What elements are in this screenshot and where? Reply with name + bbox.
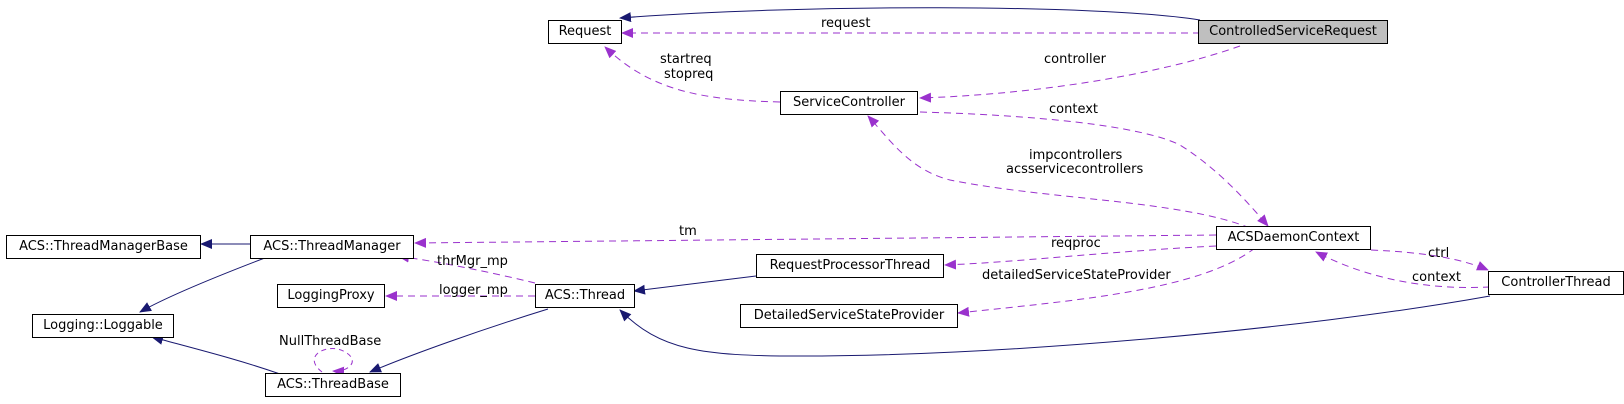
edge-detailed-usage — [957, 247, 1256, 317]
node-request[interactable]: Request — [548, 20, 622, 44]
node-acs-thread-manager-base[interactable]: ACS::ThreadManagerBase — [6, 235, 201, 259]
edge-label-startreq: startreq — [660, 52, 712, 67]
node-controlled-service-request[interactable]: ControlledServiceRequest — [1198, 20, 1388, 44]
edge-label-thrmgr-mp: thrMgr_mp — [437, 254, 508, 269]
edge-impcontrollers-usage — [867, 115, 1251, 229]
edge-label-context-sc: context — [1049, 102, 1098, 117]
node-service-controller[interactable]: ServiceController — [780, 91, 918, 115]
edge-nullthreadbase-self — [313, 348, 353, 377]
edge-threadmanager-inherits-loggable — [139, 255, 271, 313]
edge-controller-usage — [919, 45, 1241, 103]
edge-label-tm: tm — [679, 224, 697, 239]
node-acs-thread-base[interactable]: ACS::ThreadBase — [265, 373, 401, 397]
edge-rpt-inherits-thread — [633, 275, 757, 295]
edge-tm-usage — [414, 234, 1217, 248]
node-logging-loggable[interactable]: Logging::Loggable — [32, 314, 174, 338]
edge-csr-inherits-request — [619, 7, 1201, 23]
edge-label-stopreq: stopreq — [664, 67, 714, 82]
edge-label-detailed-provider: detailedServiceStateProvider — [982, 268, 1171, 283]
edge-reqproc-usage — [944, 245, 1217, 270]
node-acs-thread[interactable]: ACS::Thread — [535, 284, 635, 308]
node-controller-thread[interactable]: ControllerThread — [1488, 271, 1624, 295]
edge-label-context-ct: context — [1412, 270, 1461, 285]
edge-thread-inherits-threadbase — [369, 308, 549, 373]
edge-startreq-usage — [604, 46, 781, 103]
edge-label-reqproc: reqproc — [1051, 236, 1101, 251]
edge-context-usage — [919, 111, 1269, 227]
node-detailed-service-state-provider[interactable]: DetailedServiceStateProvider — [740, 304, 958, 328]
edge-label-acsservicecontrollers: acsservicecontrollers — [1006, 162, 1144, 177]
edge-threadbase-inherits-loggable — [151, 335, 281, 375]
edge-label-null-thread-base: NullThreadBase — [279, 334, 382, 349]
edge-context-ct-usage — [1315, 251, 1491, 288]
edge-label-ctrl: ctrl — [1428, 246, 1450, 261]
node-request-processor-thread[interactable]: RequestProcessorThread — [756, 254, 944, 278]
edge-label-request: request — [821, 16, 871, 31]
node-acs-daemon-context[interactable]: ACSDaemonContext — [1216, 226, 1371, 250]
edge-controllerthread-inherits-thread — [619, 295, 1491, 357]
node-logging-proxy[interactable]: LoggingProxy — [277, 284, 385, 308]
node-acs-thread-manager[interactable]: ACS::ThreadManager — [250, 235, 414, 259]
edge-label-logger-mp: logger_mp — [439, 283, 508, 298]
edge-label-impcontrollers: impcontrollers — [1029, 148, 1123, 163]
edge-ctrl-usage — [1370, 249, 1489, 271]
edge-label-controller: controller — [1044, 52, 1107, 67]
